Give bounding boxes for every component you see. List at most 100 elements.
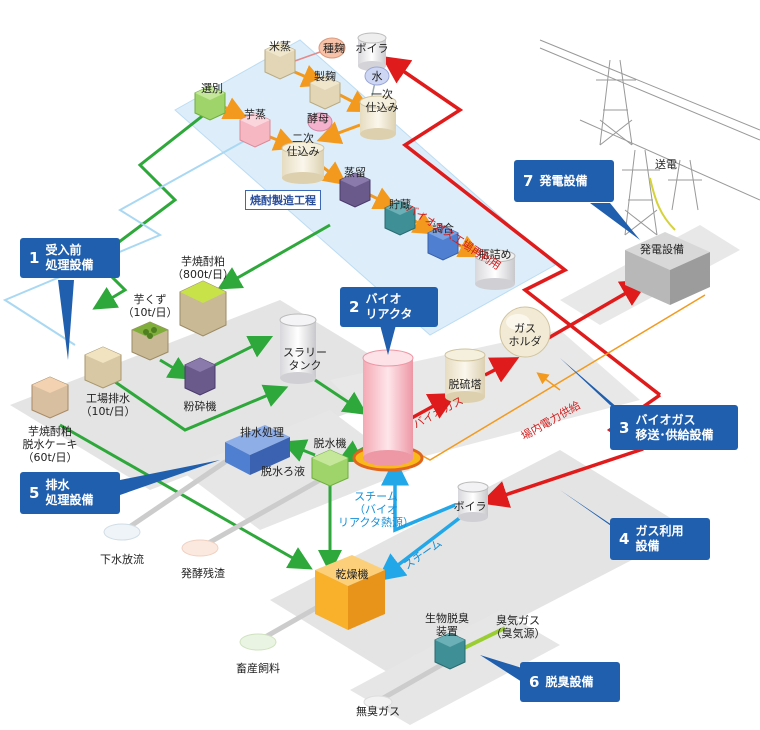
label-kouba-haisui: 工場排水 （10t/日）	[80, 392, 136, 418]
callout-3-number: 3	[619, 418, 630, 437]
label-gesui: 下水放流	[100, 553, 144, 566]
flow-ichiji-niji	[316, 121, 361, 145]
cyl-ichiji	[359, 95, 397, 140]
out-zansa-pool	[181, 539, 219, 557]
callout-7: 7 発電設備	[514, 160, 614, 202]
callout-1-number: 1	[29, 249, 40, 267]
pipe-shuuki	[459, 626, 506, 652]
callout-4: 4 ガス利用 設備	[610, 518, 710, 560]
transmission-line	[649, 177, 676, 231]
box-dassuiki	[311, 449, 349, 487]
label-dassuiki: 脱水機	[313, 437, 347, 450]
label-steam-reactor: スチーム （バイオ リアクタ熱源）	[338, 490, 415, 529]
label-boiler-mid: ボイラ	[453, 500, 487, 513]
flow-funsai-to-slurry	[214, 335, 274, 367]
callout-1: 1 受入前 処理設備	[20, 238, 120, 278]
label-dassui-cake: 芋焼酎粕 脱水ケーキ （60t/日）	[22, 425, 78, 464]
label-binzume: 瓶詰め	[478, 248, 512, 261]
callout-6-pointer	[480, 655, 522, 682]
bioreactor	[352, 349, 424, 472]
label-boiler-top: ボイラ	[355, 42, 389, 55]
box-dassui-cake	[31, 376, 69, 419]
callout-6: 6 脱臭設備	[520, 662, 620, 702]
callout-2: 2 バイオ リアクタ	[340, 287, 438, 327]
out-gesui-pool	[103, 523, 141, 541]
platform-deodor	[350, 610, 560, 725]
flow-dassui-to-haisui	[281, 439, 316, 462]
pipe-zansa	[202, 477, 323, 548]
out-chikusan-pool	[239, 633, 277, 651]
box-funsaiki	[184, 357, 216, 396]
flow-senbetsu-to-slurry-area	[92, 108, 211, 310]
pipe-mushu	[377, 657, 453, 703]
label-chougou: 調合	[432, 222, 454, 235]
callout-3-text: バイオガス 移送･供給設備	[635, 412, 714, 442]
box-hatsuden	[625, 232, 710, 305]
callout-4-text: ガス利用 設備	[635, 524, 684, 553]
label-tanekoji: 種麹	[323, 42, 345, 55]
supply-line	[2, 134, 256, 346]
flow-cake-to-dryer	[59, 423, 313, 570]
cyl-datsuryu	[444, 348, 486, 403]
label-slurry: スラリー タンク	[283, 346, 327, 372]
label-komemushi: 米蒸	[269, 40, 291, 53]
tanekoji-link	[291, 51, 321, 63]
flow-reactor-datsuryu	[407, 392, 458, 422]
flow-to-power	[544, 279, 650, 342]
label-gas-holder: ガス ホルダ	[508, 322, 542, 348]
callout-5-pointer	[120, 460, 220, 495]
flow-jouryu-chozou	[369, 187, 399, 210]
cyl-niji	[281, 141, 325, 184]
label-chozou: 貯蔵	[389, 198, 411, 211]
gas-holder	[499, 306, 551, 358]
callout-4-number: 4	[619, 530, 630, 548]
flow-kasu-line	[217, 223, 331, 290]
callout-5-number: 5	[29, 484, 40, 502]
box-komemushi	[264, 42, 296, 80]
process-title: 焼酎製造工程	[245, 190, 321, 210]
platform-intake	[10, 300, 420, 490]
box-imomushi	[239, 112, 271, 148]
label-souden: 送電	[655, 158, 677, 171]
label-imomushi: 芋蒸	[244, 108, 266, 121]
flow-biogas-reuse	[381, 56, 662, 397]
box-seikiku	[309, 75, 341, 110]
flow-datsuryu-holder	[484, 357, 520, 383]
callout-2-pointer	[380, 325, 396, 355]
label-chikusan: 畜産飼料	[236, 662, 280, 675]
callout-1-pointer	[58, 280, 74, 360]
box-chougou	[427, 225, 459, 261]
cyl-binzume	[474, 249, 516, 290]
label-mushu-gas: 無臭ガス	[356, 705, 400, 718]
box-kansouki	[315, 555, 385, 630]
label-seibutsu-dasshu: 生物脱臭 装置	[425, 612, 469, 638]
ball-koubo	[307, 112, 333, 132]
label-koubo: 酵母	[307, 112, 329, 125]
flow-steam-reactor	[381, 457, 456, 533]
label-ichiji: 一次 仕込み	[365, 88, 399, 114]
power-towers	[539, 39, 760, 236]
callout-5-text: 排水 処理設備	[45, 478, 94, 507]
callout-6-text: 脱臭設備	[545, 674, 594, 689]
flow-slurry-to-reactor	[314, 378, 368, 415]
callout-7-number: 7	[523, 172, 534, 190]
label-seikiku: 製麹	[314, 70, 336, 83]
callout-1-text: 受入前 処理設備	[45, 243, 94, 272]
label-niji: 二次 仕込み	[286, 132, 320, 158]
callout-3-pointer	[560, 358, 626, 415]
box-haisui-shori	[225, 425, 290, 475]
flow-imokuzu-to-funsai	[159, 356, 193, 380]
cyl-boiler-mid	[457, 481, 489, 522]
callout-4-pointer	[560, 490, 624, 535]
box-seibutsu-dasshu	[434, 632, 466, 670]
label-kansouki: 乾燥機	[335, 568, 369, 581]
label-imo-shochu-kasu: 芋焼酎粕 （800t/日）	[171, 255, 235, 281]
ball-tanekoji	[318, 37, 346, 59]
callout-6-number: 6	[529, 673, 540, 691]
platform-wastewater	[180, 410, 410, 530]
label-hatsuden: 発電設備	[640, 243, 684, 256]
box-chozou	[384, 200, 416, 236]
cyl-slurry	[279, 313, 317, 384]
box-kouba-haisui	[84, 346, 122, 389]
